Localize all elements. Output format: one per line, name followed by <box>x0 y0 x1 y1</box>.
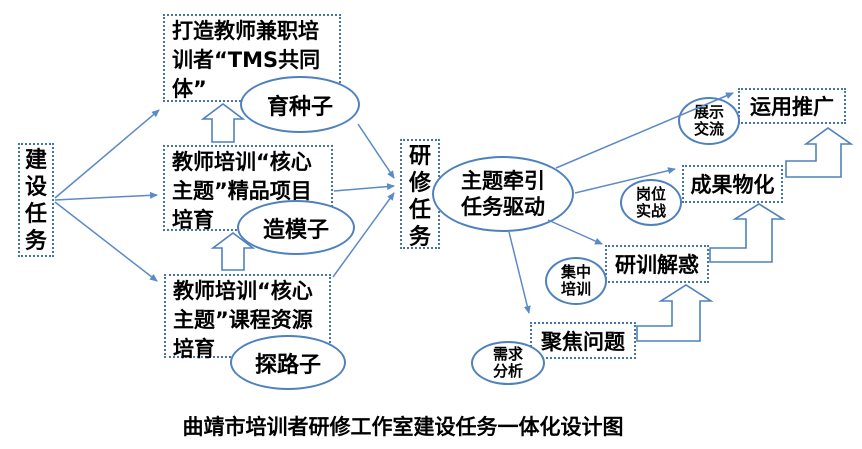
arrow-hub-to-research-training <box>547 219 603 245</box>
build-task-label: 教师培训“核心主题”课程资源培育 <box>173 279 313 361</box>
stage-tag: 展示交流 <box>693 103 724 138</box>
focus-problems-box: 聚焦问题 <box>530 322 636 359</box>
stage-tag: 集中培训 <box>560 263 591 298</box>
block-arrow-focus-to-research-training <box>636 284 714 342</box>
stage-tag: 岗位实战 <box>635 184 666 220</box>
research-task-box: 研修任务 <box>400 139 440 250</box>
block-arrow-materialization-to-promotion <box>785 127 854 178</box>
arrow-box1-to-research <box>357 123 395 179</box>
theme-driven-hub-ellipse: 主题牵引任务驱动 <box>432 156 574 232</box>
build-task-label: 打造教师兼职培训者“TMS共同体” <box>172 19 321 101</box>
application-promotion-box: 运用推广 <box>738 88 846 124</box>
centralized-training-ellipse: 集中培训 <box>545 257 607 305</box>
build-task-label: 教师培训“核心主题”精品项目培育 <box>172 150 312 232</box>
arrow-box2-to-research <box>333 183 395 192</box>
research-training-box: 研训解惑 <box>605 245 709 283</box>
stage-tag: 需求分析 <box>492 345 523 380</box>
seed-cultivation-ellipse: 育种子 <box>240 76 360 133</box>
post-practice-ellipse: 岗位实战 <box>620 179 682 226</box>
arrow-build-to-box1 <box>54 109 160 199</box>
arrow-build-to-box3 <box>54 201 158 282</box>
path-exploring-ellipse: 探路子 <box>230 335 346 390</box>
block-arrow-research-training-to-materialization <box>709 203 786 263</box>
hub-label: 主题牵引任务驱动 <box>461 169 545 219</box>
results-materialization-box: 成果物化 <box>682 165 783 203</box>
diagram-caption: 曲靖市培训者研修工作室建设任务一体化设计图 <box>182 415 624 439</box>
demand-analysis-ellipse: 需求分析 <box>471 341 545 385</box>
display-exchange-ellipse: 展示交流 <box>678 97 740 145</box>
block-arrow-box2-to-box1 <box>200 103 246 143</box>
arrow-hub-to-focus <box>508 231 531 314</box>
arrow-build-to-box2 <box>54 191 158 201</box>
build-task-box-tms-community: 打造教师兼职培训者“TMS共同体” <box>163 14 341 102</box>
construction-task-box: 建设任务 <box>18 143 54 257</box>
model-building-ellipse: 造模子 <box>237 200 355 255</box>
